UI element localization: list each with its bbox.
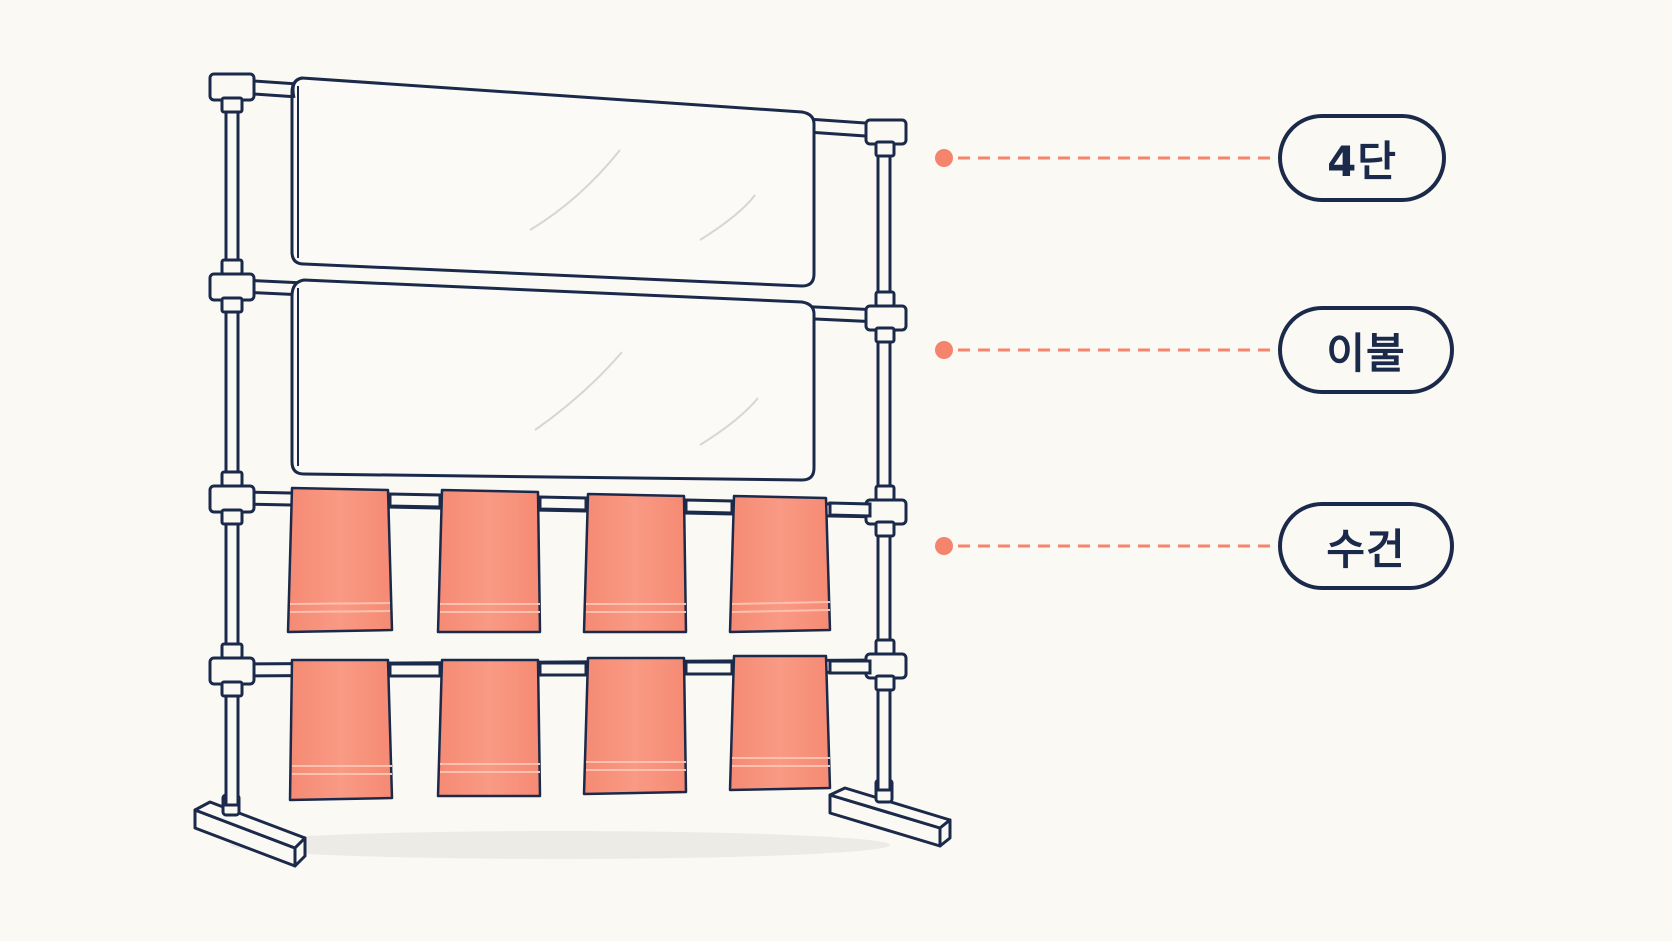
joints	[208, 72, 908, 698]
leader-4dan	[935, 149, 1278, 167]
towel	[286, 486, 394, 634]
leader-lines	[935, 149, 1278, 555]
callout-blanket-label: 이불	[1278, 306, 1454, 394]
blanket-bottom	[290, 278, 816, 482]
towel	[582, 492, 688, 634]
leader-blanket	[935, 341, 1278, 359]
callout-towel-label: 수건	[1278, 502, 1454, 590]
towel-row-1	[286, 486, 832, 634]
towel	[288, 658, 394, 802]
floor-shadow	[230, 831, 890, 859]
callout-tiers-label: 4단	[1278, 114, 1446, 202]
blanket-top	[290, 76, 816, 288]
towel	[436, 488, 542, 634]
towel-row-2	[288, 654, 832, 802]
towel	[436, 658, 542, 798]
leader-towel	[935, 537, 1278, 555]
towel-bar-overlay	[388, 492, 872, 678]
towel	[728, 654, 832, 792]
towel	[728, 494, 832, 634]
towel	[582, 656, 688, 796]
left-foot	[193, 793, 307, 868]
